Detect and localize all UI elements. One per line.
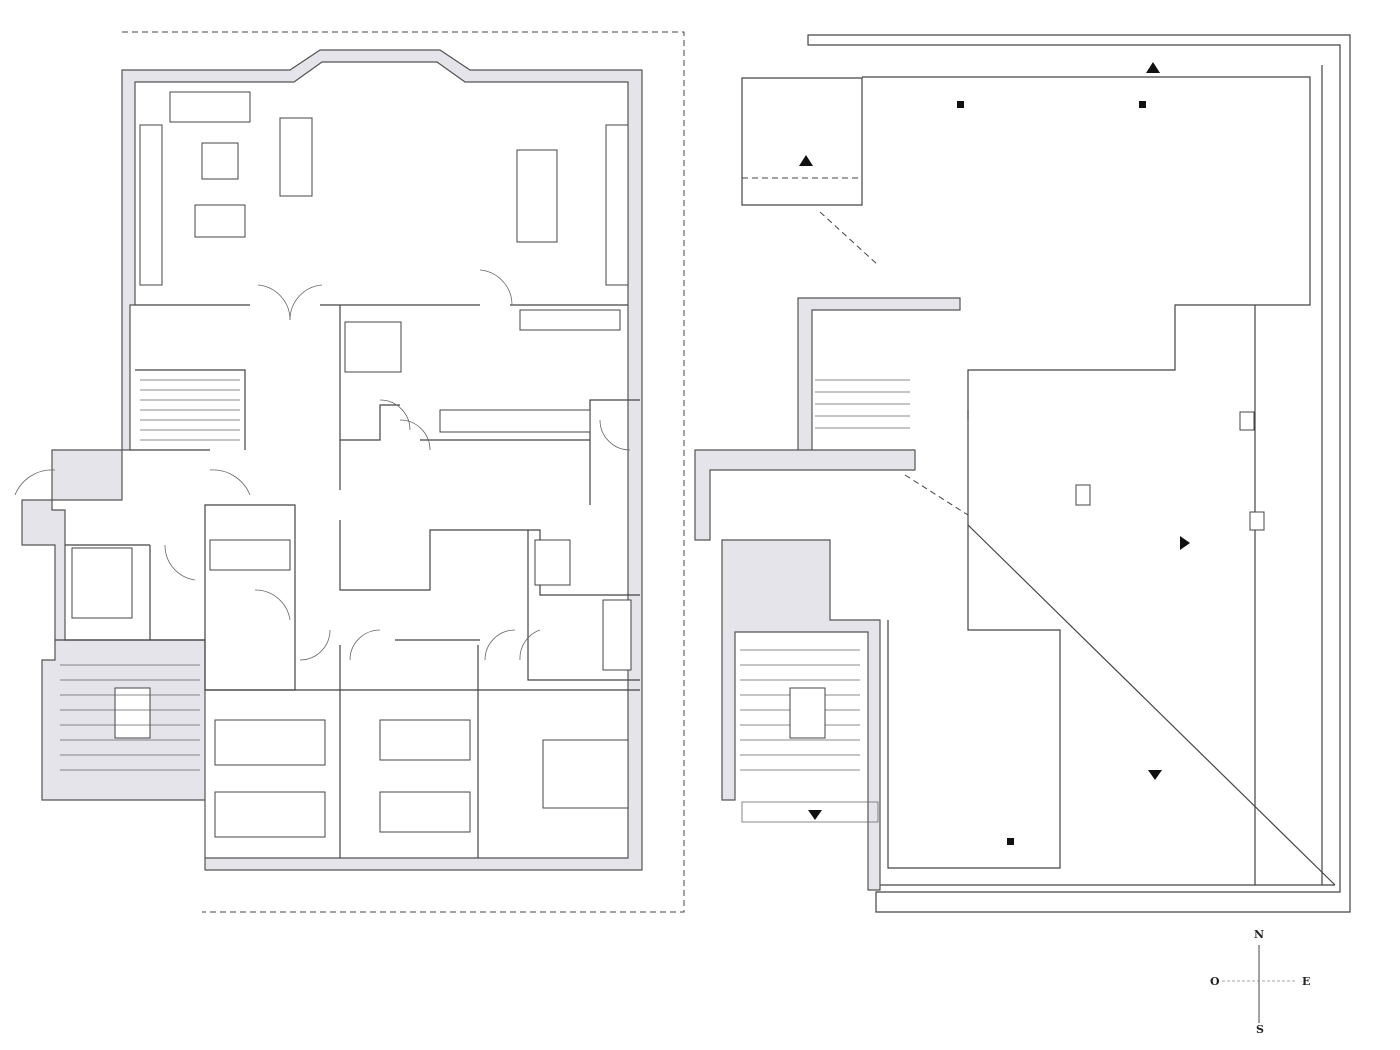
bathtub	[209, 539, 291, 571]
furniture	[71, 91, 632, 838]
door-swings	[14, 269, 631, 661]
compass-west-label: O	[1210, 975, 1220, 988]
interior-walls	[55, 304, 640, 858]
compass-east-label: E	[1302, 975, 1310, 988]
roof-stairs	[740, 379, 910, 823]
roof-plan	[694, 34, 1351, 913]
bed	[214, 719, 326, 766]
compass-south-label: S	[1256, 1023, 1264, 1036]
slope-markers	[799, 62, 1265, 845]
main-floor-plan	[14, 31, 685, 913]
stairs	[60, 379, 240, 771]
compass-north-label: N	[1254, 928, 1264, 941]
compass-rose: N O E S	[1210, 928, 1310, 1036]
dining-table	[516, 149, 558, 243]
plot-boundary-dashed	[122, 31, 685, 913]
